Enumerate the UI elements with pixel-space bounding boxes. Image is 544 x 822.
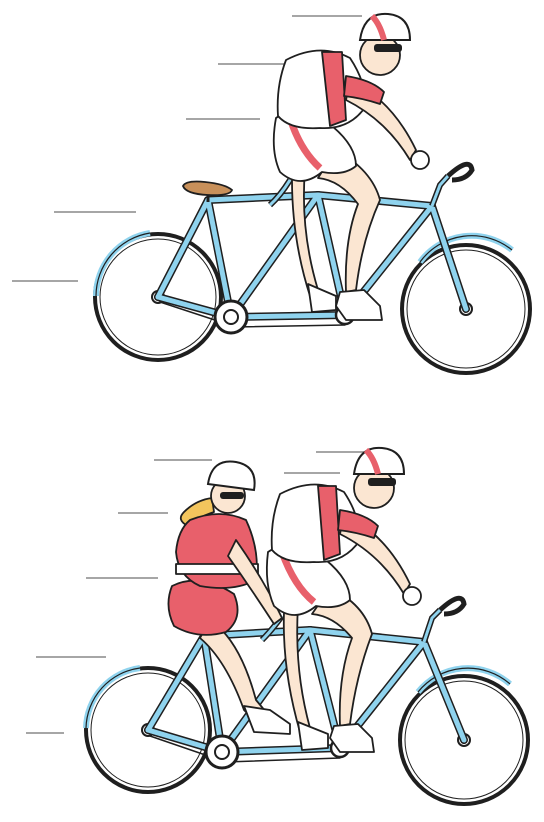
captain-sunglasses-icon: [368, 478, 396, 486]
rider-stoker: [168, 479, 290, 734]
rider-captain: [267, 468, 421, 752]
rider-top: [274, 35, 429, 320]
handlebar-icon: [432, 164, 472, 206]
helmet-icon: [360, 14, 410, 40]
bottom-panel: [26, 448, 528, 804]
stoker-helmet-icon: [208, 461, 255, 490]
stoker-sunglasses-icon: [220, 492, 244, 499]
sunglasses-icon: [374, 44, 402, 52]
top-panel: [12, 14, 530, 373]
